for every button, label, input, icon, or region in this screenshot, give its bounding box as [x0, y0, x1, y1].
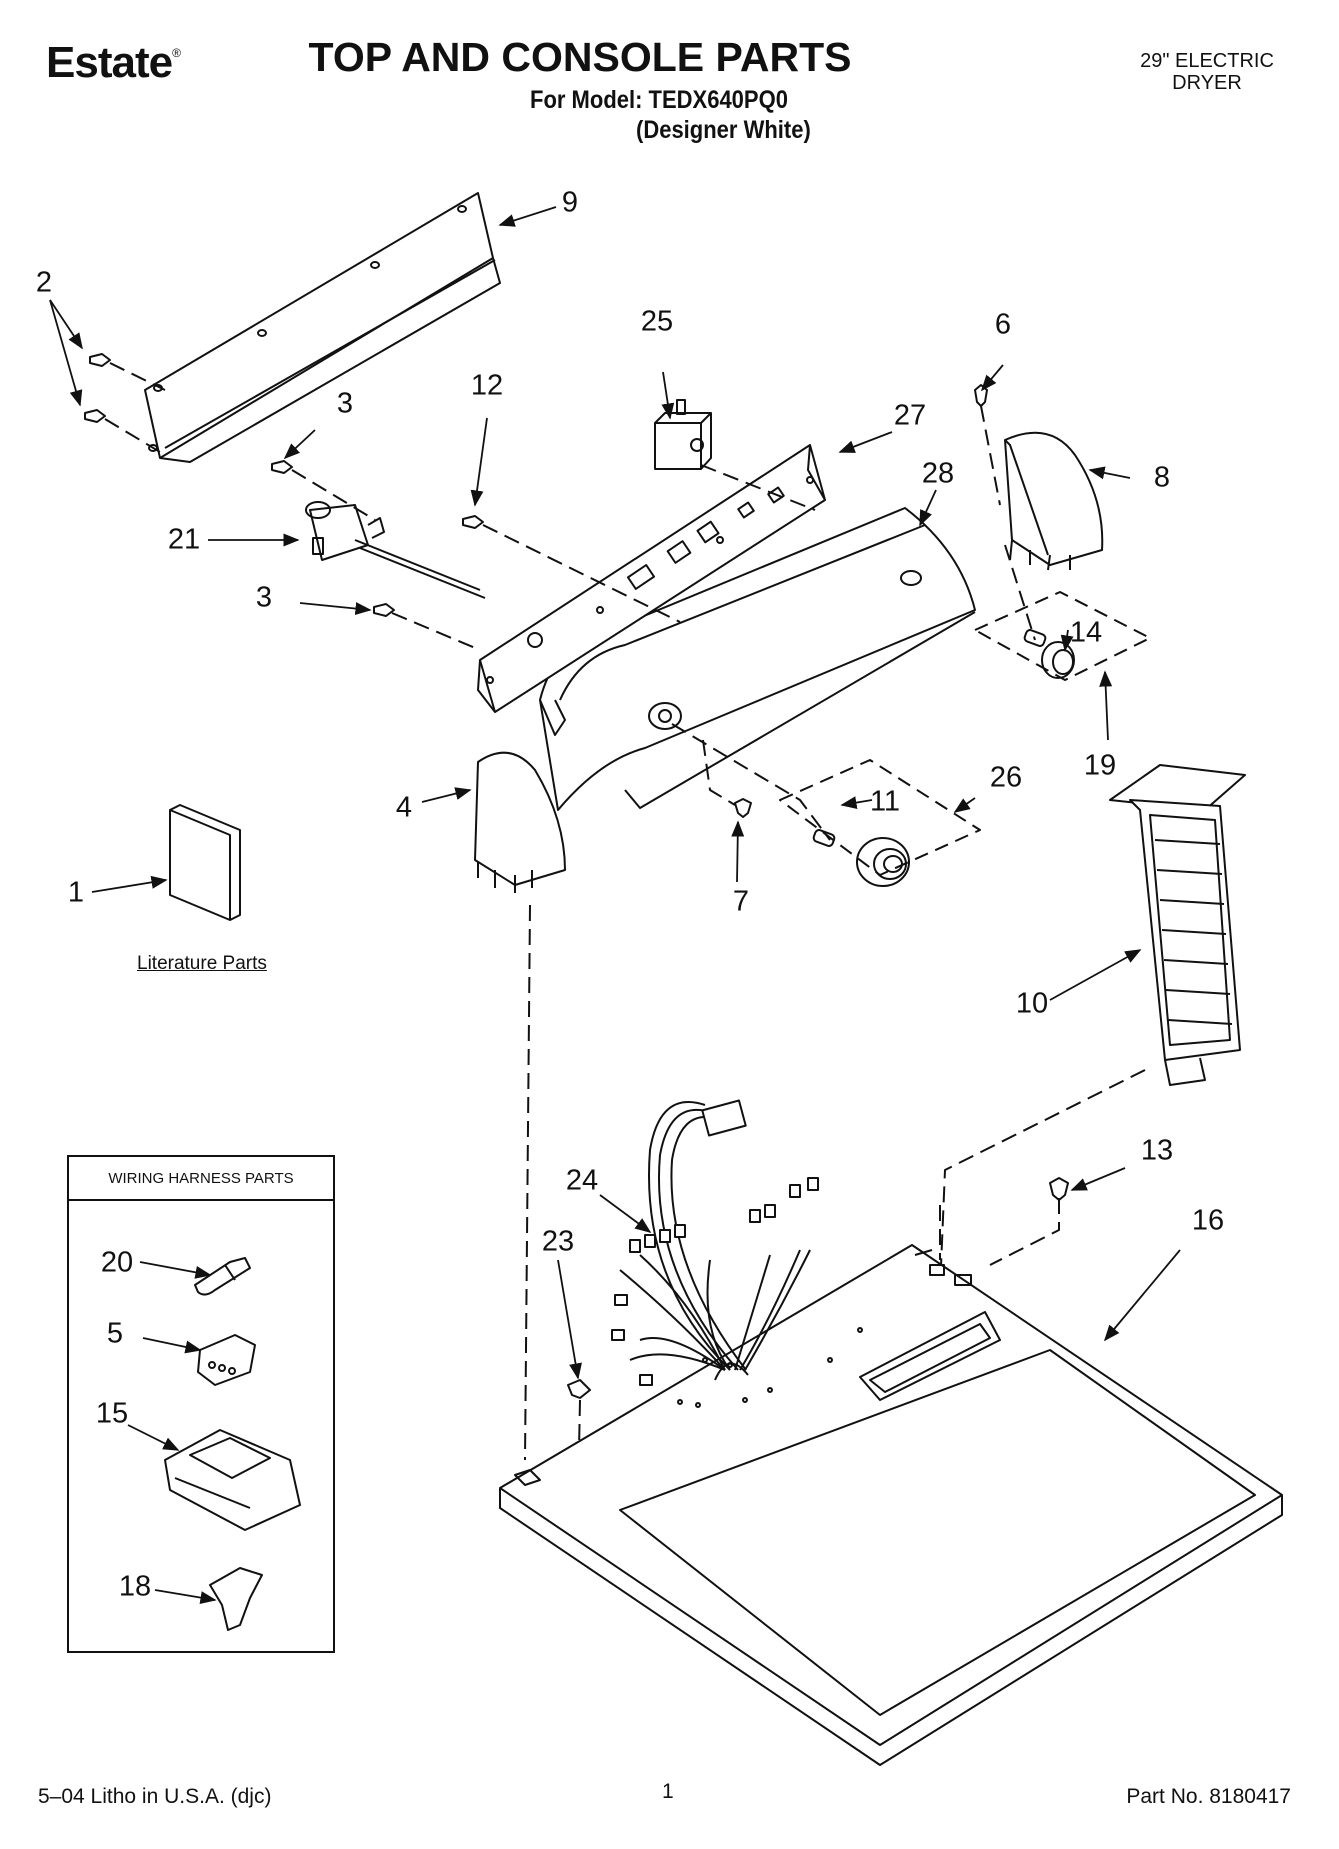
callout-16: 16 — [1191, 1204, 1225, 1237]
part-number: Part No. 8180417 — [1126, 1785, 1291, 1808]
callout-7: 7 — [732, 885, 750, 918]
literature-caption: Literature Parts — [137, 953, 267, 974]
registered-mark: ® — [172, 46, 181, 60]
variant-line: (Designer White) — [636, 116, 811, 144]
wiring-harness-part — [611, 1099, 819, 1386]
left-end-cap-part — [474, 751, 566, 893]
knob-group-outlines — [779, 591, 1151, 876]
clip-part — [567, 1379, 591, 1399]
product-line-1: 29" ELECTRIC — [1140, 50, 1274, 72]
callout-15: 15 — [95, 1397, 129, 1430]
brand-name: Estate — [46, 38, 173, 87]
clip-18-part — [209, 1567, 263, 1631]
callout-3-upper: 3 — [336, 387, 354, 420]
callout-6: 6 — [994, 308, 1012, 341]
callout-2: 2 — [35, 266, 53, 299]
model-line: For Model: TEDX640PQ0 — [530, 86, 788, 114]
callout-24: 24 — [565, 1164, 599, 1197]
right-end-cap-part — [1004, 431, 1104, 571]
switch-part — [654, 399, 712, 470]
left-knob-part — [812, 829, 910, 887]
leader-arrows — [49, 206, 1181, 1604]
callout-1: 1 — [67, 876, 85, 909]
connector-15-part — [164, 1429, 301, 1531]
console-part — [539, 507, 976, 811]
page-number: 1 — [662, 1780, 674, 1803]
product-line-2: DRYER — [1172, 72, 1242, 94]
brand-logo: Estate® — [46, 38, 181, 88]
terminal-20-part — [194, 1257, 251, 1296]
timer-part — [305, 501, 486, 599]
callout-14: 14 — [1069, 616, 1103, 649]
callout-28: 28 — [921, 457, 955, 490]
callout-12: 12 — [470, 369, 504, 402]
callout-3-lower: 3 — [255, 581, 273, 614]
callout-20: 20 — [100, 1246, 134, 1279]
literature-part — [169, 804, 241, 921]
callout-27: 27 — [893, 399, 927, 432]
rear-panel-part — [144, 192, 501, 463]
screws — [84, 353, 1069, 1201]
callout-9: 9 — [561, 186, 579, 219]
callout-10: 10 — [1015, 987, 1049, 1020]
page-title: TOP AND CONSOLE PARTS — [308, 34, 852, 80]
callout-8: 8 — [1153, 461, 1171, 494]
callout-25: 25 — [640, 305, 674, 338]
assembly-lines — [104, 362, 1146, 1501]
lint-screen-part — [1109, 764, 1246, 1086]
control-panel-part — [477, 444, 826, 713]
callout-11: 11 — [869, 785, 901, 818]
callout-21: 21 — [167, 523, 201, 556]
callout-19: 19 — [1083, 749, 1117, 782]
connector-5-part — [197, 1334, 256, 1386]
litho-note: 5–04 Litho in U.S.A. (djc) — [38, 1785, 272, 1808]
callout-4: 4 — [395, 791, 413, 824]
callout-23: 23 — [541, 1225, 575, 1258]
callout-5: 5 — [106, 1317, 124, 1350]
wiring-harness-title: WIRING HARNESS PARTS — [69, 1157, 333, 1201]
callout-13: 13 — [1140, 1134, 1174, 1167]
callout-26: 26 — [989, 761, 1023, 794]
product-type: 29" ELECTRIC DRYER — [1072, 50, 1292, 94]
callout-18: 18 — [118, 1570, 152, 1603]
main-top-part — [499, 1244, 1283, 1766]
wiring-harness-box: WIRING HARNESS PARTS — [67, 1155, 335, 1653]
